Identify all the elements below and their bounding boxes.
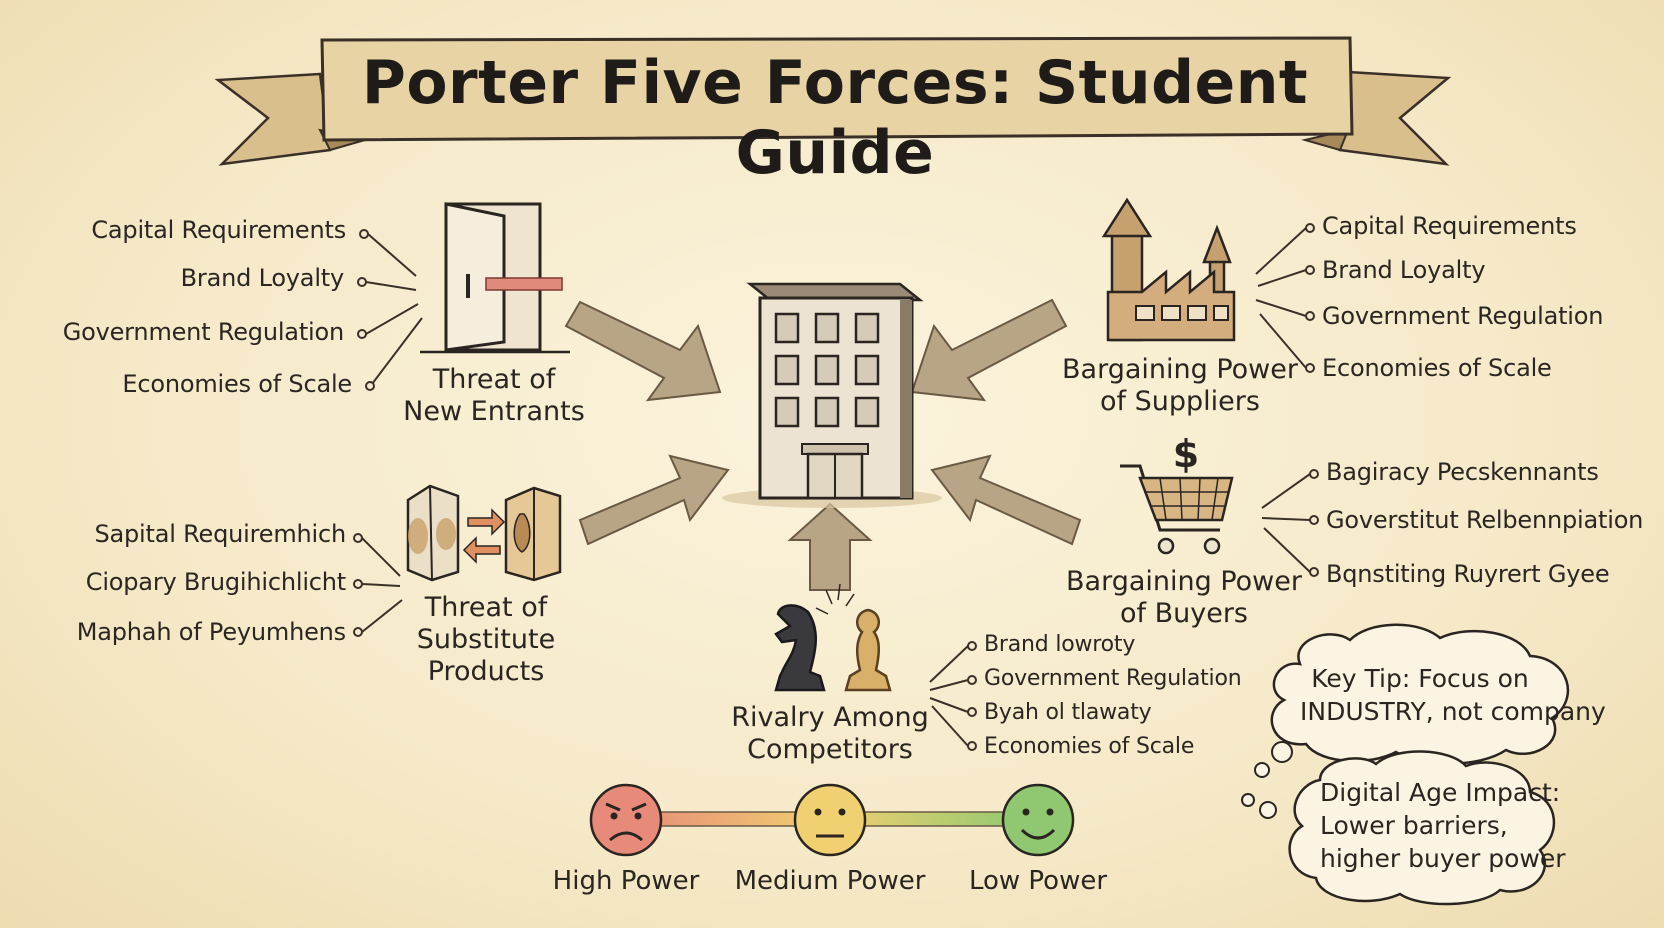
chess-pieces-icon (774, 583, 892, 692)
substitutes-label: Threat of Substitute Products (416, 592, 556, 687)
suppliers-label: Bargaining Power of Suppliers (1062, 354, 1298, 417)
rivalry-connectors (929, 645, 969, 747)
suppliers-factor-3: Government Regulation (1322, 302, 1604, 330)
buyers-factor-2: Goverstitut Relbennpiation (1326, 506, 1644, 534)
rivalry-factor-3: Byah ol tlawaty (984, 700, 1152, 725)
suppliers-factor-2: Brand Loyalty (1322, 256, 1486, 284)
factory-icon (1101, 197, 1236, 342)
medium-power-face-icon (793, 783, 867, 857)
industry-building-icon (722, 282, 942, 508)
arrow-from-suppliers (910, 298, 1068, 402)
door-icon (420, 202, 570, 354)
digital-age-cloud (1288, 750, 1556, 906)
title-banner (214, 36, 1452, 166)
key-tip-text: Key Tip: Focus on INDUSTRY, not company (1300, 664, 1606, 726)
page-title: Porter Five Forces: Student Guide (361, 48, 1309, 188)
key-tip-cloud (1270, 623, 1570, 765)
new-entrants-factor-3: Government Regulation (62, 318, 344, 346)
dollar-sign-icon: $ (1172, 432, 1200, 476)
digital-age-text: Digital Age Impact: Lower barriers, high… (1320, 778, 1566, 873)
rivalry-factor-4: Economies of Scale (984, 734, 1195, 759)
rivalry-factor-1: Brand lowroty (984, 632, 1136, 657)
suppliers-connectors (1255, 227, 1307, 369)
low-power-face-icon (1001, 783, 1075, 857)
substitutes-connectors (361, 537, 403, 633)
new-entrants-factor-1: Capital Requirements (91, 216, 346, 244)
substitute-products-icon (406, 484, 562, 582)
arrow-from-buyers (930, 454, 1082, 546)
buyers-factor-3: Bqnstiting Ruyrert Gyee (1326, 560, 1610, 588)
new-entrants-factor-2: Brand Loyalty (180, 264, 345, 292)
buyers-label: Bargaining Power of Buyers (1066, 566, 1302, 629)
high-power-face-icon (589, 783, 663, 857)
medium-power-label: Medium Power (734, 866, 926, 896)
rivalry-factor-2: Government Regulation (984, 666, 1242, 691)
substitutes-factor-2: Ciopary Brugihichlicht (85, 568, 346, 596)
suppliers-factor-1: Capital Requirements (1322, 212, 1577, 240)
low-power-label: Low Power (968, 866, 1108, 896)
high-power-label: High Power (552, 866, 700, 896)
new-entrants-label: Threat of New Entrants (403, 364, 585, 427)
arrow-from-rivalry (787, 502, 873, 591)
shopping-cart-icon (1120, 464, 1234, 555)
buyers-factor-1: Bagiracy Pecskennants (1326, 458, 1599, 486)
force-arrows (564, 298, 1082, 591)
buyers-connectors (1261, 473, 1311, 573)
thought-bubble-dots (1241, 741, 1293, 819)
arrow-from-substitutes (578, 454, 730, 546)
substitutes-factor-3: Maphah of Peyumhens (76, 618, 346, 646)
new-entrants-connectors (365, 233, 423, 385)
substitutes-factor-1: Sapital Requiremhich (94, 520, 346, 548)
rivalry-label: Rivalry Among Competitors (731, 702, 929, 765)
new-entrants-factor-4: Economies of Scale (122, 370, 352, 398)
arrow-from-new-entrants (564, 300, 722, 402)
suppliers-factor-4: Economies of Scale (1322, 354, 1552, 382)
